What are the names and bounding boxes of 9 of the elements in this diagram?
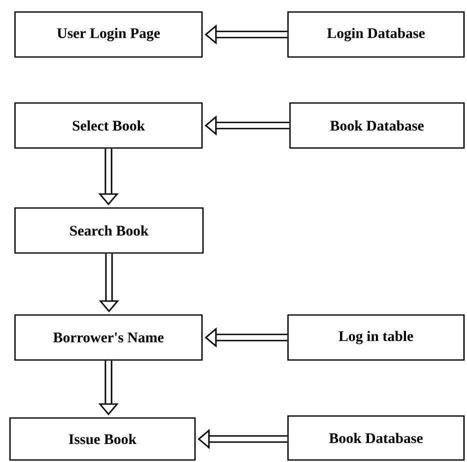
process-box: Search Book [14,207,204,254]
process-box: User Login Page [14,11,203,58]
process-box: Issue Book [9,417,196,461]
database-box: Book Database [287,415,465,461]
process-box: Borrower's Name [14,314,203,361]
process-box: Select Book [14,102,203,149]
database-box: Login Database [287,11,465,58]
database-box: Log in table [287,314,465,361]
database-box: Book Database [289,102,465,149]
